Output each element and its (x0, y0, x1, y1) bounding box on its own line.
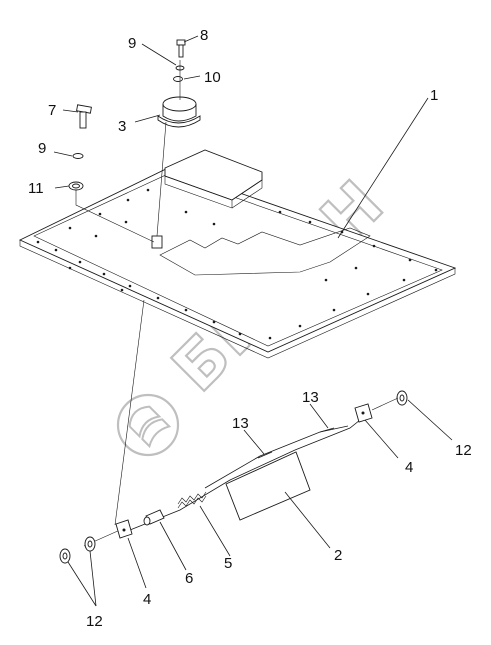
bracket-part-4-lower (115, 519, 133, 539)
spring-part-5 (177, 491, 207, 509)
grommet-part-11 (68, 181, 84, 191)
washers-part-12 (59, 390, 408, 564)
bolt-part-8 (176, 39, 186, 58)
label-6: 6 (185, 570, 193, 587)
sleeve-part-6 (143, 509, 165, 526)
label-11: 11 (28, 180, 44, 197)
label-4-upper: 4 (405, 459, 413, 476)
bolt-part-7 (76, 104, 92, 129)
label-9-top: 9 (128, 35, 136, 52)
label-1: 1 (430, 87, 438, 104)
label-7: 7 (48, 102, 56, 119)
label-2: 2 (334, 547, 342, 564)
watermark-logo-icon (116, 393, 180, 457)
label-13-left: 13 (232, 415, 249, 432)
cable-assembly (59, 390, 408, 564)
label-10: 10 (204, 69, 221, 86)
callout-labels: 1 2 3 4 4 5 6 7 8 9 9 10 11 12 12 13 13 (28, 27, 472, 630)
label-13-right: 13 (302, 389, 319, 406)
label-9-lower: 9 (38, 140, 46, 157)
label-4-lower: 4 (143, 591, 151, 608)
washer-part-10 (173, 76, 183, 82)
washer-part-9-lower (72, 153, 84, 159)
label-12-right: 12 (455, 442, 472, 459)
label-8: 8 (200, 27, 208, 44)
label-5: 5 (224, 555, 232, 572)
label-12-lower: 12 (86, 613, 103, 630)
bracket-part-4-upper (354, 403, 373, 423)
leader-lines (53, 35, 453, 607)
floor-panel (18, 149, 457, 359)
plate-part-2 (225, 451, 311, 521)
label-3: 3 (118, 118, 126, 135)
cap-part-3 (157, 96, 201, 128)
